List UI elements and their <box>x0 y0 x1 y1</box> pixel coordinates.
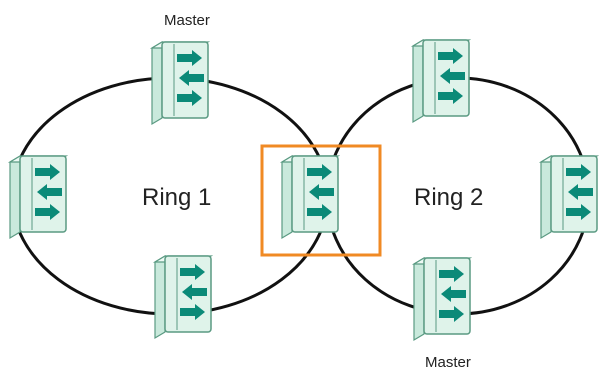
network-switch-icon <box>9 155 67 239</box>
ring-1-master-label: Master <box>164 12 210 29</box>
coupling-switch <box>281 155 339 239</box>
network-switch-icon <box>413 257 471 341</box>
ring-2-master-label: Master <box>425 354 471 371</box>
coupling-switch-icon <box>281 155 339 239</box>
network-switch-icon <box>154 255 212 339</box>
ring-2-top-switch <box>412 39 470 123</box>
network-switch-icon <box>412 39 470 123</box>
ring-1-label: Ring 1 <box>142 184 211 211</box>
ring-1-bottom-switch <box>154 255 212 339</box>
ring-1-master-switch <box>151 41 209 125</box>
ring-1-left-switch <box>9 155 67 239</box>
coupling-highlight-box <box>260 144 382 257</box>
network-switch-icon <box>540 155 598 239</box>
ring-2-label: Ring 2 <box>414 184 483 211</box>
ring-2-right-switch <box>540 155 598 239</box>
ring-2-master-switch <box>413 257 471 341</box>
network-switch-icon <box>151 41 209 125</box>
